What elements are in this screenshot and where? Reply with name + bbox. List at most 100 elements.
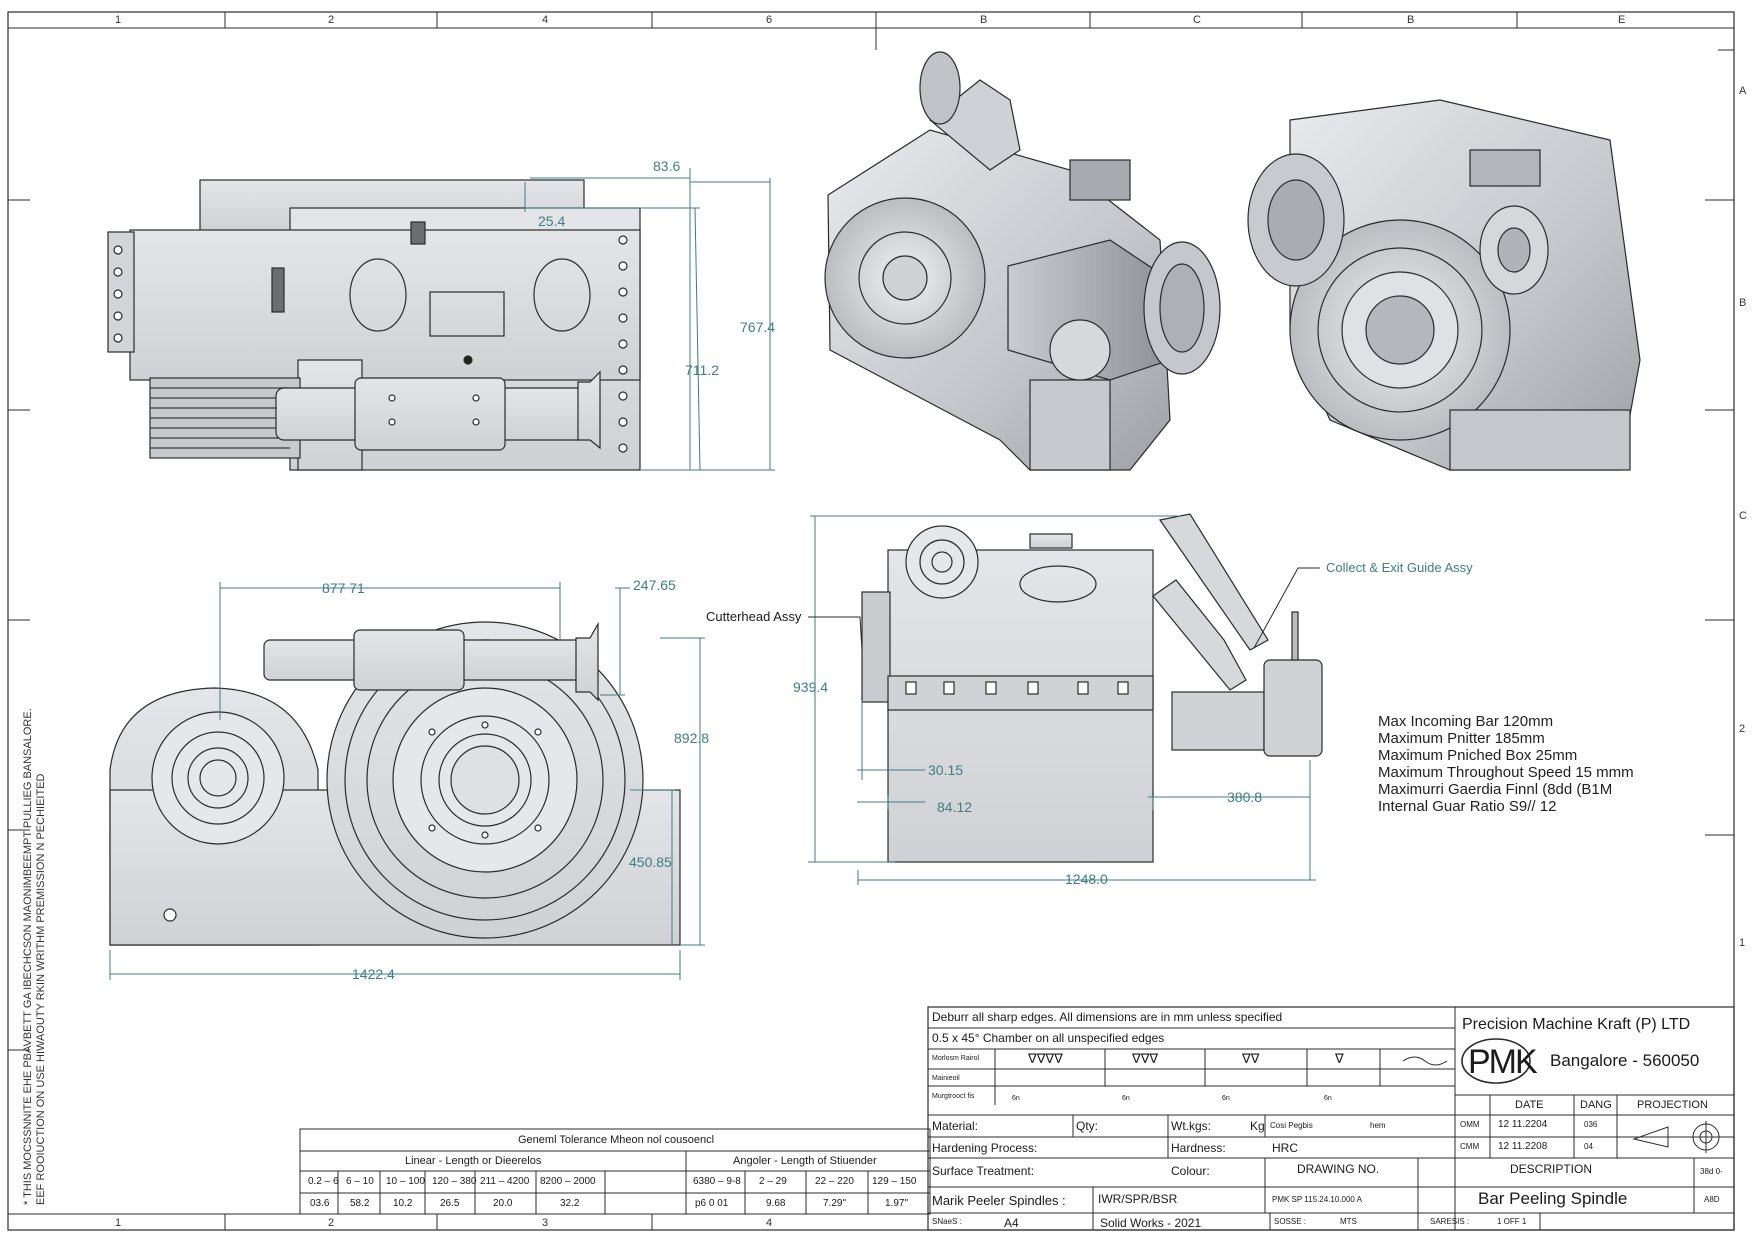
tolerance-title: Geneml Tolerance Mheon nol cousoencl	[518, 1134, 715, 1146]
approval-role: CMM	[1460, 1142, 1480, 1151]
tolerance-value: 20.0	[493, 1198, 513, 1209]
revision-code: A8D	[1704, 1195, 1720, 1204]
surface-row-label: Morlosm Rairol	[932, 1055, 980, 1062]
zone-label-bottom: 4	[766, 1217, 773, 1229]
tolerance-range: 129 – 150	[872, 1176, 917, 1187]
scale-value: MTS	[1340, 1217, 1357, 1226]
tolerance-range: 6380 – 9-8	[693, 1176, 741, 1187]
cost-label: Cosi Pegbis	[1270, 1121, 1313, 1130]
approval-code: 036	[1584, 1120, 1598, 1129]
sheet-size-label: SNaeS :	[932, 1217, 962, 1226]
spec-item: Maximum Pnitter 185mm	[1378, 730, 1545, 747]
dimension-label: 877 71	[322, 580, 365, 596]
description-label: DESCRIPTION	[1510, 1162, 1593, 1176]
tolerance-angular-header: Angoler - Length of Stiuender	[733, 1155, 877, 1167]
zone-label-bottom: 1	[115, 1217, 122, 1229]
dimension-label: 711.2	[685, 362, 719, 378]
tolerance-range: 0.2 – 6	[308, 1176, 339, 1187]
zone-label-top: E	[1618, 14, 1626, 26]
weight-unit: Kg	[1250, 1119, 1265, 1133]
zone-label-right: A	[1739, 85, 1747, 97]
zone-label-right: 1	[1739, 937, 1746, 949]
tolerance-range: 8200 – 2000	[540, 1176, 596, 1187]
tolerance-value: 26.5	[440, 1198, 460, 1209]
approval-date: 12 11.2208	[1498, 1141, 1548, 1152]
projection-label: PROJECTION	[1637, 1099, 1708, 1111]
tolerance-value: p6 0 01	[695, 1198, 729, 1209]
tolerance-range: 6 – 10	[346, 1176, 374, 1187]
roughness-code: 6n	[1324, 1095, 1332, 1102]
zone-label-top: 4	[542, 14, 549, 26]
company-logo: PMK	[1468, 1043, 1538, 1081]
spec-item: Maximurri Gaerdia Finnl (8dd (B1M	[1378, 781, 1613, 798]
zone-label-top: 6	[766, 14, 773, 26]
dimension-label: 84.12	[937, 799, 973, 815]
dimension-label: 30.15	[928, 762, 964, 778]
approval-date: 12 11.2204	[1498, 1119, 1548, 1130]
sheet-size-value: A4	[1004, 1216, 1019, 1230]
hardening-label: Hardening Process:	[932, 1141, 1038, 1155]
isometric-render-2	[1247, 99, 1641, 471]
zone-label-top: 2	[328, 14, 335, 26]
tolerance-value: 1.97"	[885, 1198, 909, 1209]
dimension-label: 1248.0	[1065, 871, 1108, 887]
zone-label-bottom: 2	[328, 1217, 335, 1229]
isometric-render-1	[824, 51, 1221, 471]
scale-label: SOSSE :	[1274, 1217, 1307, 1226]
weight-label: Wt.kgs:	[1171, 1119, 1212, 1133]
drawing-number-label: DRAWING NO.	[1297, 1162, 1380, 1176]
machine-value: IWR/SPR/BSR	[1098, 1192, 1178, 1206]
roughness-symbol: ∇∇∇	[1132, 1051, 1159, 1066]
tolerance-range: 120 – 380	[432, 1176, 477, 1187]
spec-item: Max Incoming Bar 120mm	[1378, 713, 1554, 730]
roughness-code: 6n	[1122, 1095, 1130, 1102]
tolerance-value: 03.6	[310, 1198, 330, 1209]
roughness-code: 6n	[1222, 1095, 1230, 1102]
dimension-label: 380.8	[1227, 789, 1263, 805]
roughness-code: 6n	[1012, 1095, 1020, 1102]
colour-label: Colour:	[1171, 1164, 1210, 1178]
roughness-symbol: ∇∇∇∇	[1028, 1051, 1063, 1066]
surface-row-label: Mainieoil	[932, 1075, 960, 1082]
copyright-line-2: EEF ROOIUCTION ON USE HIWAOUTY RKIN WRIT…	[35, 773, 47, 1205]
hardness-value: HRC	[1272, 1141, 1298, 1155]
approval-role: OMM	[1460, 1120, 1480, 1129]
cost-value: hem	[1370, 1121, 1386, 1130]
note-deburr: Deburr all sharp edges. All dimensions a…	[932, 1010, 1283, 1024]
tolerance-range: 211 – 4200	[480, 1176, 530, 1187]
collect-guide-callout: Collect & Exit Guide Assy	[1326, 560, 1473, 575]
zone-label-bottom: 3	[542, 1217, 549, 1229]
side-view-top	[107, 168, 775, 471]
zone-label-top: 1	[115, 14, 122, 26]
tolerance-range: 22 – 220	[815, 1176, 854, 1187]
software-value: Solid Works - 2021	[1100, 1216, 1202, 1230]
approval-code: 04	[1584, 1142, 1593, 1151]
tolerance-value: 32.2	[560, 1198, 580, 1209]
dimension-label: 767.4	[740, 319, 776, 335]
surface-row-label: Murgtrooct fis	[932, 1093, 975, 1100]
tolerance-range: 2 – 29	[759, 1176, 787, 1187]
dang-header: DANG	[1580, 1099, 1612, 1111]
company-city: Bangalore - 560050	[1550, 1051, 1700, 1070]
zone-label-top: C	[1193, 14, 1201, 26]
zone-label-top: B	[1407, 14, 1415, 26]
spec-item: Maximum Throughout Speed 15 mmm	[1378, 764, 1634, 781]
zone-label-right: 2	[1739, 723, 1746, 735]
machine-label: Marik Peeler Spindles :	[932, 1193, 1066, 1208]
sheets-value: 1 OFF 1	[1497, 1217, 1527, 1226]
tolerance-value: 58.2	[350, 1198, 370, 1209]
hardness-label: Hardness:	[1171, 1141, 1226, 1155]
spec-item: Maximum Pniched Box 25mm	[1378, 747, 1578, 764]
cutterhead-callout: Cutterhead Assy	[706, 609, 802, 624]
tolerance-value: 10.2	[393, 1198, 413, 1209]
dimension-label: 450.85	[629, 854, 672, 870]
tolerance-value: 7.29"	[823, 1198, 847, 1209]
copyright-line-1: * THIS MOCSSNNITE EHE PBAVBETT GA IBECHC…	[22, 708, 34, 1205]
company-name: Precision Machine Kraft (P) LTD	[1462, 1016, 1691, 1033]
tolerance-range: 10 – 100	[386, 1176, 425, 1187]
copyright-note: * THIS MOCSSNNITE EHE PBAVBETT GA IBECHC…	[22, 708, 48, 1205]
dimension-label: 892.8	[674, 730, 710, 746]
note-chamfer: 0.5 x 45° Chamber on all unspecified edg…	[932, 1031, 1165, 1045]
